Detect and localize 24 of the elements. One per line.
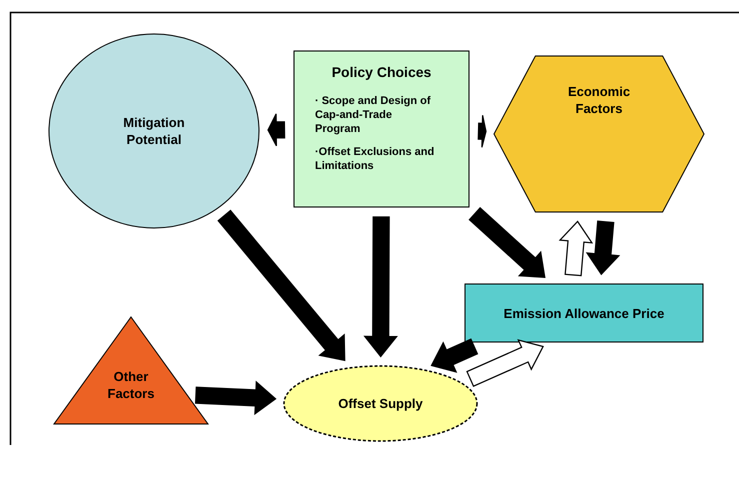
block-arrow [478, 114, 487, 148]
block-arrow [217, 210, 346, 362]
bullet-text: · Scope and Design of Cap-and-Trade Program [315, 94, 432, 136]
node-title: Other Factors [106, 368, 156, 402]
block-arrow [363, 216, 398, 358]
block-arrow [558, 220, 594, 276]
block-arrow [468, 206, 546, 278]
block-arrow [430, 338, 478, 373]
node-title: Emission Allowance Price [504, 304, 664, 322]
block-arrow [267, 113, 286, 146]
triangle-node [53, 316, 209, 425]
node-title: Policy Choices [332, 63, 432, 81]
block-arrow [194, 380, 277, 416]
node-title: Mitigation Potential [122, 114, 186, 148]
circle-node [48, 33, 260, 229]
block-arrow [466, 339, 544, 387]
bullet-text: ·Offset Exclusions and Limitations [315, 145, 436, 173]
node-title: Economic Factors [566, 83, 632, 117]
process-box [293, 50, 470, 208]
node-title: Offset Supply [338, 395, 423, 412]
hexagon-node [493, 55, 705, 213]
ellipse-node [283, 365, 478, 442]
process-box [464, 283, 704, 343]
block-arrow [586, 220, 620, 276]
